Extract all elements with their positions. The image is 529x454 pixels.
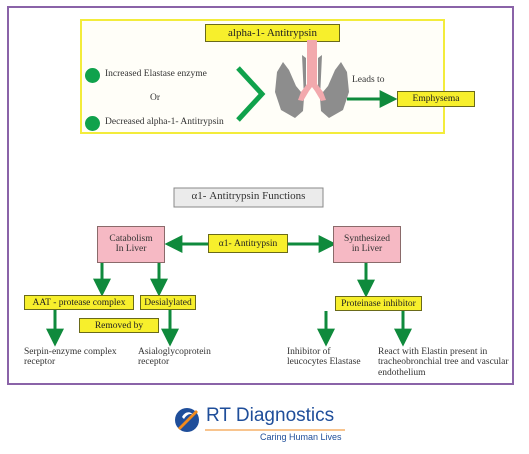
or-label: Or (150, 93, 161, 103)
logo-name: RT Diagnostics (206, 405, 335, 426)
functions-title: α1- Antitrypsin Functions (191, 190, 306, 202)
inhibitor-leuco-label: Inhibitor of leucocytes Elastase (287, 347, 361, 368)
top-title: alpha-1- Antitrypsin (205, 24, 340, 42)
react-elastin-label: React with Elastin present in tracheobro… (378, 347, 509, 378)
aat-complex-box: AAT - protease complex (24, 295, 134, 310)
emphysema-box: Emphysema (397, 91, 475, 107)
merge-chevron-icon (236, 66, 266, 122)
center-aat-box: α1- Antitrypsin (208, 234, 288, 253)
catabolism-box: Catabolism In Liver (97, 226, 165, 263)
proteinase-inhibitor-box: Proteinase inhibitor (335, 296, 422, 311)
cause-decreased-aat: Decreased alpha-1- Antitrypsin (105, 117, 224, 127)
bullet-dot-2 (85, 116, 100, 131)
serpin-receptor-label: Serpin-enzyme complex receptor (24, 347, 117, 368)
cause-increased-elastase: Increased Elastase enzyme (105, 69, 207, 79)
synthesis-box: Synthesized in Liver (333, 226, 401, 263)
lungs-icon (275, 40, 349, 118)
bullet-dot-1 (85, 68, 100, 83)
removed-by-box: Removed by (79, 318, 159, 333)
asialo-receptor-label: Asialoglycoprotein receptor (138, 347, 211, 368)
functions-title-box (173, 187, 324, 208)
leads-to-label: Leads to (352, 75, 385, 85)
desialylated-box: Desialylated (140, 295, 196, 310)
logo-tagline: Caring Human Lives (260, 432, 342, 442)
rt-logo-icon (175, 408, 199, 432)
